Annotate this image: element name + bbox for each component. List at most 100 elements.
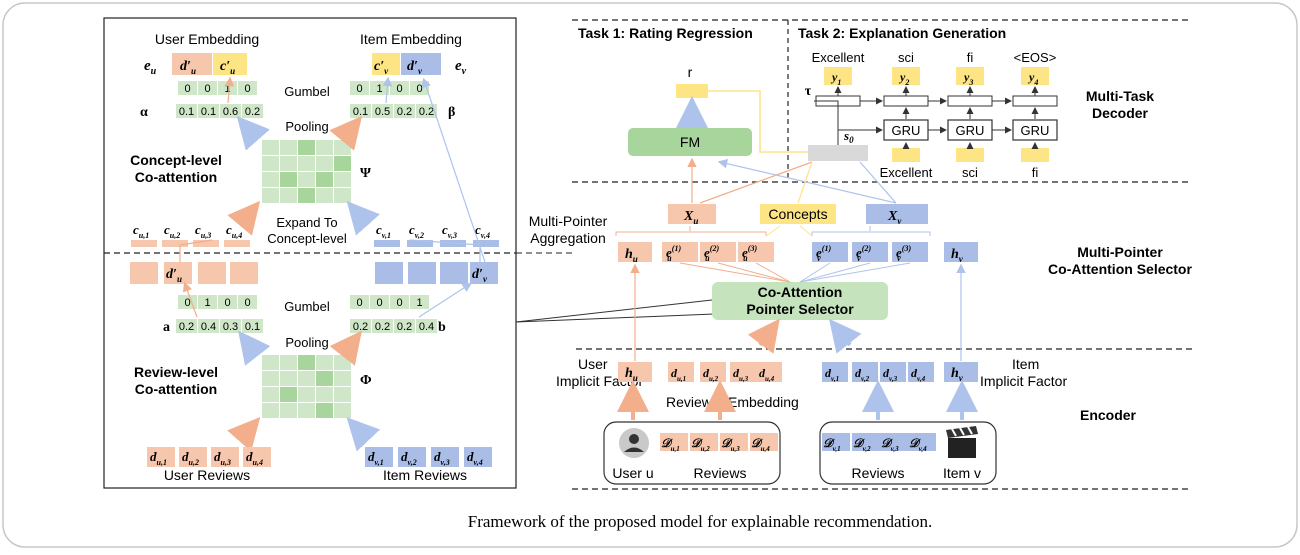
concepts-label: Concepts <box>768 206 827 222</box>
item-review-box <box>398 447 426 467</box>
bracket-concept-item <box>799 225 813 237</box>
item-review-box <box>464 447 492 467</box>
item-review-slot <box>375 262 403 284</box>
arrow-cu-to-psi <box>227 200 261 236</box>
output-word: Excellent <box>812 50 865 65</box>
review-b-value: 0.2 <box>397 321 412 333</box>
item-review-box <box>431 447 459 467</box>
concept-beta-value: 0.2 <box>397 106 412 118</box>
matrix-cell <box>280 355 297 370</box>
item-review-slot <box>408 262 436 284</box>
item-concept-bar <box>473 240 499 247</box>
matrix-cell <box>298 371 315 386</box>
fm-label: FM <box>680 134 700 150</box>
concept-beta-cell <box>372 104 393 118</box>
concept-onehot-item-value: 1 <box>376 83 382 95</box>
review-b-cell <box>372 319 393 333</box>
concept-beta-value: 0.1 <box>353 106 368 118</box>
c-prime-v-top: c′v <box>374 59 389 76</box>
y-label: y4 <box>1027 70 1038 87</box>
s0-box <box>808 145 868 161</box>
user-concept-bar <box>131 240 157 247</box>
raw-user-review-box <box>660 433 688 451</box>
matrix-cell <box>298 156 315 171</box>
fan-line-user <box>755 262 791 283</box>
review-onehot-user-value: 0 <box>244 297 250 309</box>
user-u-label: User u <box>612 465 653 481</box>
concept-beta-cell <box>394 104 415 118</box>
user-pointer-embedding-box <box>700 242 736 262</box>
enc-item-review-box <box>852 362 878 382</box>
gru-cell <box>1012 119 1058 141</box>
matrix-cell <box>280 403 297 418</box>
user-bracket <box>615 231 767 236</box>
h-v-label-agg: hv <box>951 247 964 264</box>
review-a-value: 0.1 <box>245 321 260 333</box>
raw-item-review-box <box>880 433 908 451</box>
arrow-phi-to-a <box>238 330 271 366</box>
x-v-box <box>866 204 928 224</box>
x-u-label: Xu <box>683 209 698 226</box>
a-symbol: a <box>163 320 170 335</box>
tau-cell <box>1012 95 1058 107</box>
pooling-label-concept: Pooling <box>285 119 328 134</box>
phi-symbol: Φ <box>360 373 372 388</box>
enc-user-review-label: du,1 <box>671 366 686 383</box>
matrix-cell <box>280 156 297 171</box>
arrow-a-to-du <box>182 281 198 318</box>
y-label: y1 <box>830 70 841 87</box>
user-concept-bar <box>224 240 250 247</box>
concept-alpha-cell <box>198 104 219 118</box>
e-u-symbol: eu <box>144 58 157 77</box>
review-onehot-item-cell <box>370 295 389 309</box>
h-v-label-enc: hv <box>951 366 964 383</box>
review-onehot-user-cell <box>238 295 257 309</box>
output-token-box <box>1021 67 1049 85</box>
h-u-box-enc <box>618 362 652 382</box>
concept-onehot-item-value: 0 <box>396 83 402 95</box>
user-review-slot <box>164 262 192 284</box>
concept-onehot-item-cell <box>390 81 409 95</box>
user-review-embedding-box <box>172 53 212 75</box>
matrix-cell <box>334 355 351 370</box>
concept-onehot-user-cell <box>238 81 257 95</box>
matrix-cell <box>262 188 279 203</box>
enc-item-review-box <box>822 362 848 382</box>
pooling-label-review: Pooling <box>285 335 328 350</box>
gumbel-label-review: Gumbel <box>284 299 330 314</box>
concept-alpha-value: 0.6 <box>223 106 238 118</box>
item-concept-label: cv,1 <box>376 222 391 240</box>
user-embedding-title: User Embedding <box>155 31 259 47</box>
b-symbol: b <box>438 320 446 335</box>
tau-cell <box>947 95 993 107</box>
arrow-b-to-dv <box>418 282 473 318</box>
rating-output-box <box>676 84 708 98</box>
figure-caption: Framework of the proposed model for expl… <box>468 512 933 531</box>
e-v-symbol: ev <box>455 58 467 77</box>
input-word: Excellent <box>880 165 933 180</box>
review-a-cell <box>176 319 197 333</box>
item-concept-embedding-box <box>372 53 400 75</box>
fan-line-user <box>679 262 791 283</box>
arrow-cv-to-psi <box>346 201 380 236</box>
item-reviews-caption: Reviews <box>852 465 905 481</box>
matrix-cell <box>316 371 333 386</box>
task2-title: Task 2: Explanation Generation <box>798 25 1006 41</box>
matrix-cell <box>262 140 279 155</box>
arrow-item-reviews-to-selector <box>829 318 862 354</box>
item-pointer-embedding-label: e(1)v <box>816 244 831 263</box>
embedding-label: Embedding <box>728 394 799 410</box>
matrix-cell <box>316 172 333 187</box>
item-embedding-title: Item Embedding <box>360 31 462 47</box>
matrix-cell <box>298 387 315 402</box>
